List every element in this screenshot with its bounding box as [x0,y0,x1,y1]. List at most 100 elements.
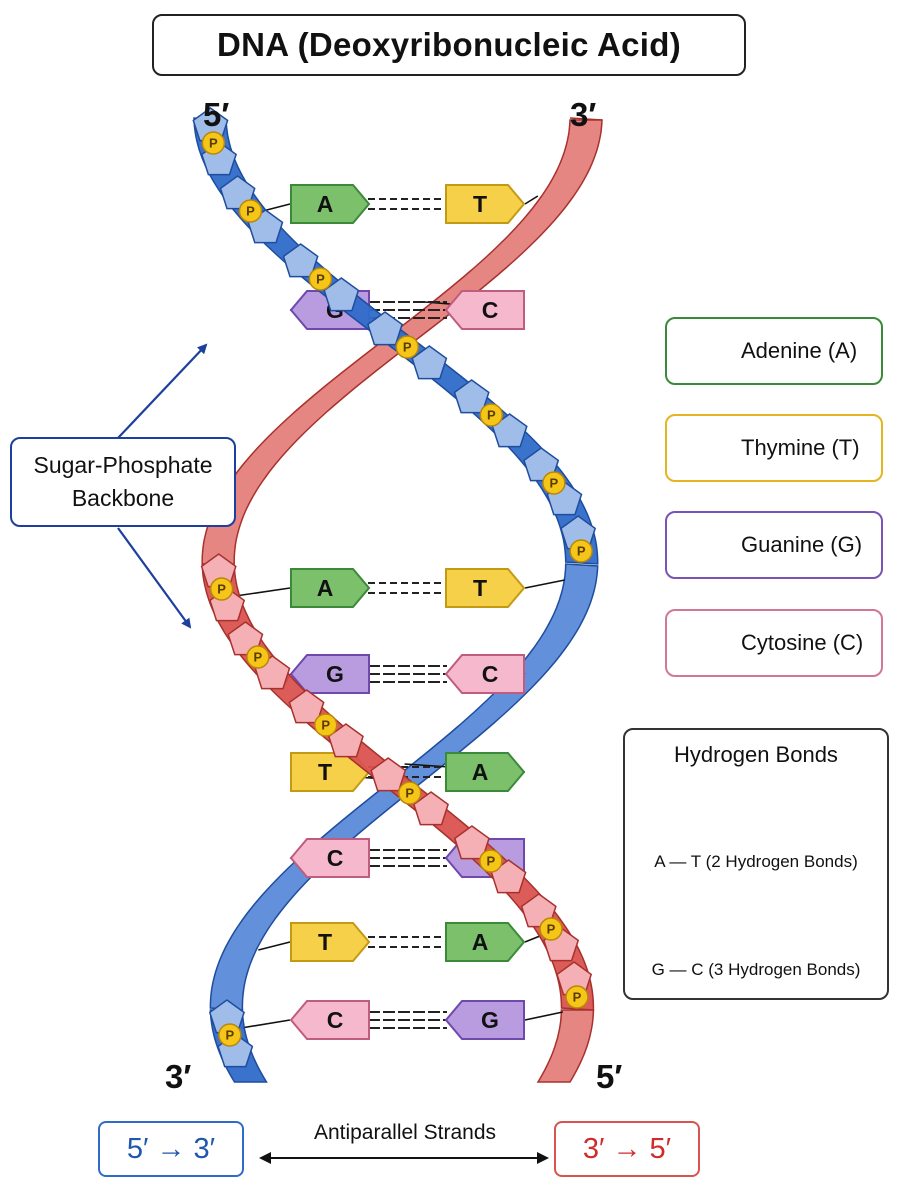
base-letter: C [327,1007,344,1033]
base-shape [444,1000,525,1040]
base-G-right: G [444,1000,525,1040]
direction-5-to-3: 5′ → 3′ [98,1121,244,1177]
end-label-bottom-right: 5′ [596,1058,623,1095]
base-T-left: T [290,752,371,792]
blue-strand-sugar [367,311,403,346]
phosphate-circle [397,781,422,805]
base-shape [289,654,370,694]
base-shape [289,838,370,878]
base-pair-bonds [368,582,447,594]
base-pair-bonds [368,301,447,319]
red-strand-phosphate: P [539,917,563,941]
base-stem-left [235,587,291,597]
legend-cytosine-label: Cytosine (C) [741,630,864,655]
base-stem-left [258,941,291,951]
base-letter: A [317,575,334,601]
phosphate-letter: P [547,922,556,937]
blue-strand-sugar [282,243,319,278]
phosphate-letter: P [550,476,559,491]
backbone-arrow-lower [117,527,192,629]
blue-strand-phosphate: P [218,1023,242,1047]
gc-bonds-caption: G — C (3 Hydrogen Bonds) [651,960,861,979]
base-shape [444,290,525,330]
legend-adenine-label: Adenine (A) [741,338,858,363]
red-strand-sugar [370,757,407,792]
base-G-left: G [289,654,370,694]
phosphate-letter: P [487,408,496,423]
base-C-right: C [444,654,525,694]
base-pair-bonds [368,198,447,210]
base-stem-left [241,1019,291,1029]
base-letter: T [473,191,487,217]
phosphate-letter: P [246,204,255,219]
phosphate-letter: P [487,854,496,869]
base-shape [445,568,526,608]
blue-strand-phosphate: P [201,131,226,155]
red-strand-phosphate: P [397,781,422,805]
red-strand-back [536,1009,595,1083]
red-strand-front [569,117,603,121]
base-pair-bonds [368,936,447,948]
phosphate-circle [201,131,226,155]
base-letter: T [318,759,332,785]
phosphate-circle [479,403,504,427]
base-letter: C [327,845,344,871]
phosphate-circle [569,539,593,563]
legend-thymine-label: Thymine (T) [741,435,860,460]
base-pair-bonds [368,665,447,683]
red-strand-phosphate: P [209,577,234,601]
blue-strand-phosphate: P [238,199,263,223]
base-letter: A [317,191,334,217]
phosphate-circle [308,267,333,291]
red-strand-sugar [288,689,325,724]
at-bonds-caption: A — T (2 Hydrogen Bonds) [654,852,858,871]
base-shape [445,184,526,224]
base-T-right: T [445,568,526,608]
base-shape [445,752,526,792]
base-A-right: A [445,752,526,792]
base-pair-bonds [368,1011,447,1029]
legend-thymine: Thymine (T) [665,414,883,482]
phosphate-circle [218,1023,242,1047]
backbone-callout-line1: Sugar-Phosphate [33,452,213,478]
phosphate-letter: P [226,1028,235,1043]
phosphate-letter: P [254,650,263,665]
phosphate-letter: P [577,544,586,559]
phosphate-letter: P [217,582,226,597]
end-label-top-right: 3′ [570,96,597,133]
phosphate-circle [395,335,419,359]
base-stem-right [524,579,565,589]
base-T-left: T [290,922,371,962]
phosphate-letter: P [573,990,582,1005]
blue-strand-phosphate: P [395,335,419,359]
red-strand-phosphate: P [246,645,270,669]
blue-strand-phosphate: P [542,471,566,495]
base-letter: G [326,661,344,687]
phosphate-circle [246,645,270,669]
diagram-title: DNA (Deoxyribonucleic Acid) [152,14,746,76]
direction-3-to-5: 3′ → 5′ [554,1121,700,1177]
backbone-callout-line2: Backbone [71,485,175,511]
phosphate-circle [313,713,338,737]
phosphate-circle [565,985,589,1009]
base-C-left: C [289,838,370,878]
phosphate-circle [542,471,566,495]
red-strand-phosphate: P [479,849,503,873]
backbone-callout: Sugar-Phosphate Backbone [10,437,236,527]
antiparallel-label: Antiparallel Strands [313,1121,497,1144]
phosphate-circle [209,577,234,601]
blue-strand-phosphate: P [569,539,593,563]
blue-strand-phosphate: P [479,403,504,427]
base-shape [444,654,525,694]
base-shape [290,184,371,224]
red-strand-phosphate: P [313,713,338,737]
base-pair-bonds [368,849,447,867]
base-letter: T [318,929,332,955]
end-label-bottom-left: 3′ [165,1058,192,1095]
phosphate-circle [539,917,563,941]
base-letter: C [482,661,499,687]
base-T-right: T [445,184,526,224]
base-letter: A [472,759,489,785]
